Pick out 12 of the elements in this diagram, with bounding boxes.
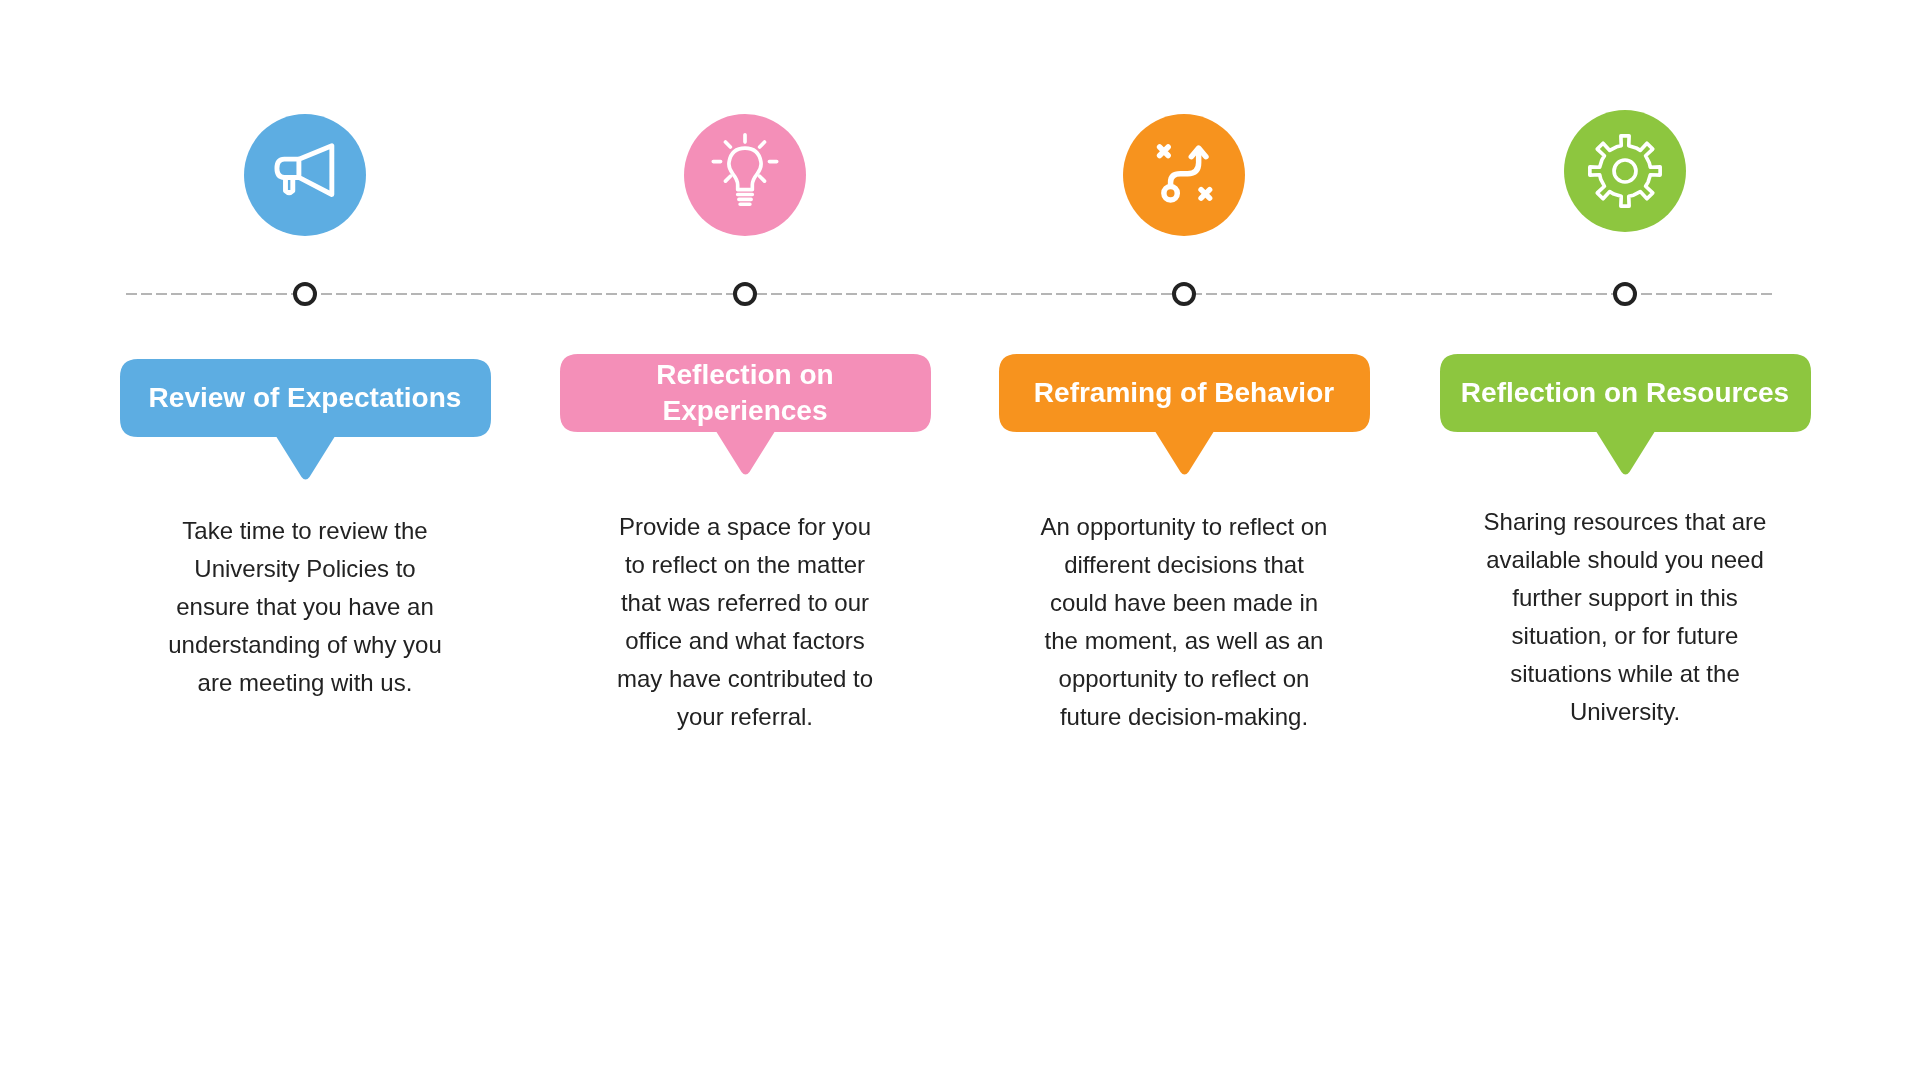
speech-bubble (119, 359, 491, 482)
speech-bubble (998, 354, 1370, 477)
description-text: Provide a space for you to reflect on the matter that was referred to our office and what factors may have contributed to your referral. (615, 512, 875, 732)
speech-bubble (1439, 354, 1811, 477)
description-text: Sharing resources that are available should you need further support in this situation, or for future situations while at the University. (1482, 507, 1768, 727)
bubble-title: Reframing of Behavior (1033, 376, 1335, 410)
description-text: An opportunity to reflect on different decisions that could have been made in the moment, as well as an opportunity to reflect on future decision-making. (1039, 512, 1329, 732)
speech-bubble (559, 354, 931, 477)
bubble-title: Review of Expectations (148, 381, 462, 415)
bubble-title: Reflection on Experiences (655, 358, 835, 428)
bubble-title: Reflection on Resources (1460, 376, 1790, 410)
description-text: Take time to review the University Policies to ensure that you have an understanding of why you are meeting with us. (167, 516, 443, 698)
